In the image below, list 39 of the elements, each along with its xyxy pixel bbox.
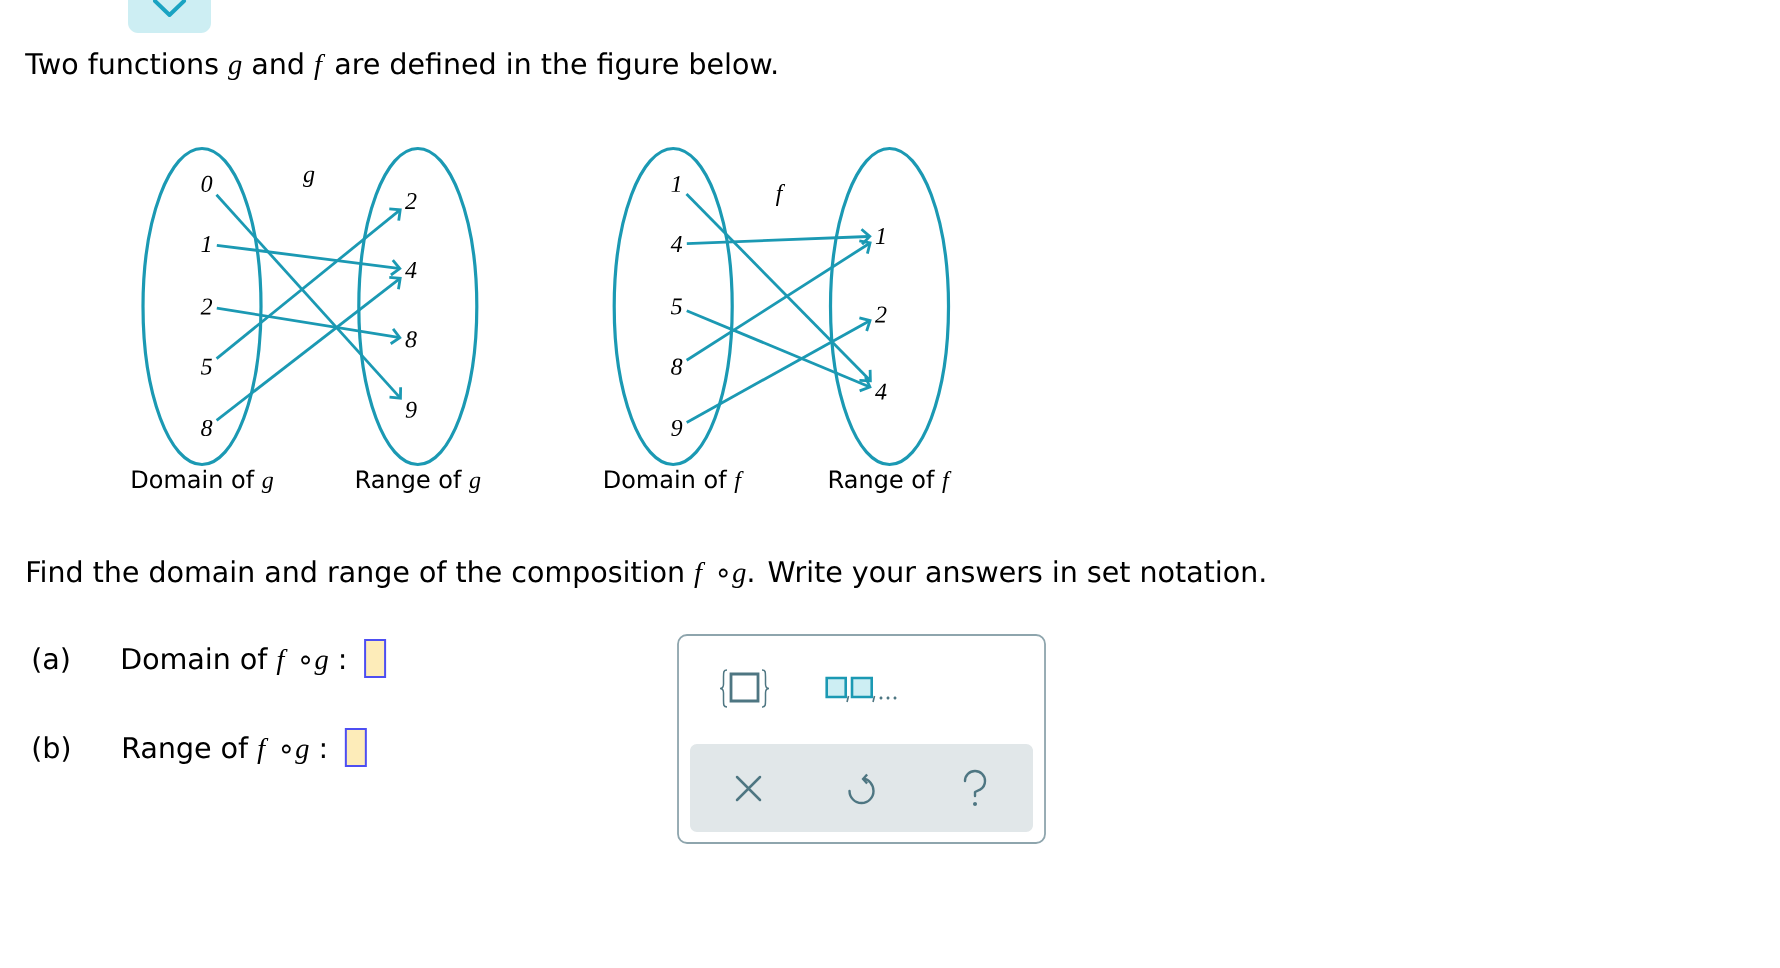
element-label: 4 (875, 383, 887, 400)
node-label: Range of g (356, 469, 481, 494)
node-label: Range of f (829, 469, 952, 494)
arrow (215, 193, 403, 400)
element-label: 8 (201, 419, 213, 437)
arrow (215, 275, 402, 422)
arrow (685, 192, 872, 383)
part-label: (b) (33, 736, 70, 762)
element-label: 2 (875, 306, 887, 323)
element-label: 8 (671, 358, 683, 375)
element-label: 9 (405, 401, 417, 418)
arrow (686, 228, 872, 246)
element-label: 1 (875, 228, 885, 244)
arrow (216, 243, 402, 277)
element-label: 5 (201, 358, 212, 375)
instruction-text: Find the domain and range of the composition f ∘g. Write your answers in set notation. (28, 560, 1265, 589)
element-label: 0 (201, 175, 213, 192)
part-label: (a) (33, 647, 69, 673)
element-label: 9 (671, 419, 683, 437)
element-label: 5 (671, 298, 682, 315)
element-label: 1 (671, 176, 681, 192)
element-label: 2 (200, 298, 213, 315)
instruction-text: Two functions g and f are defined in the figure below. (25, 52, 777, 81)
answer-prompt: Domain of f ∘g : (123, 647, 345, 676)
answer-prompt: Range of f ∘g : (124, 736, 325, 765)
arrow (686, 316, 872, 424)
element-label: 4 (670, 236, 683, 252)
function-label: f (775, 184, 786, 207)
arrow (215, 207, 402, 360)
element-label: 8 (405, 331, 417, 348)
element-label: 1 (201, 236, 211, 252)
arrow (685, 239, 872, 362)
node-label: Domain of g (132, 469, 274, 494)
element-label: 4 (405, 262, 417, 278)
element-label: 2 (405, 193, 417, 209)
arrow (216, 306, 402, 345)
arrow (686, 309, 872, 393)
node-label: Domain of f (605, 469, 744, 494)
function-label: g (303, 170, 315, 188)
